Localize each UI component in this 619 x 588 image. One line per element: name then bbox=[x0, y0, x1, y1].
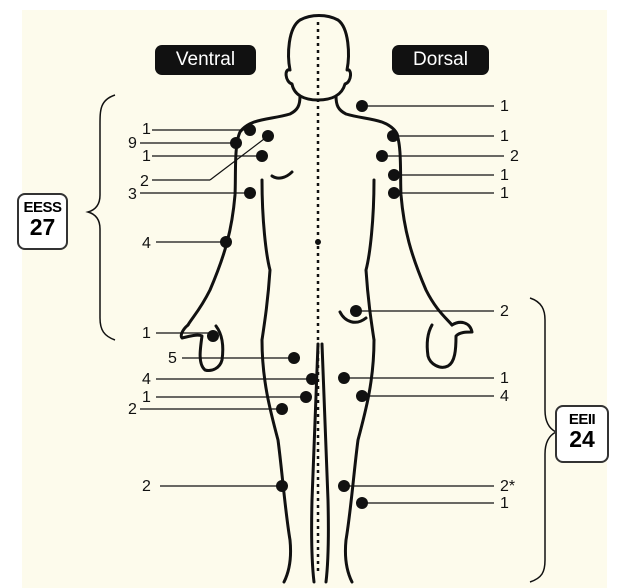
dorsal-label: 1 bbox=[500, 167, 509, 184]
ventral-label: 5 bbox=[168, 350, 177, 367]
dorsal-label: 1 bbox=[500, 370, 509, 387]
dorsal-label: 1 bbox=[500, 98, 509, 115]
ventral-label: 4 bbox=[142, 235, 151, 252]
dorsal-count-labels: 1 1 2 1 1 2 1 4 2* 1 bbox=[500, 98, 519, 512]
ventral-label: 2 bbox=[128, 401, 137, 418]
dorsal-label: 1 bbox=[500, 495, 509, 512]
ventral-label: 1 bbox=[142, 121, 151, 138]
upper-limbs-total-box: EESS 27 bbox=[17, 193, 68, 250]
upper-limb-bracket bbox=[88, 95, 115, 340]
ventral-label: 4 bbox=[142, 371, 151, 388]
ventral-count-labels: 1 9 1 2 3 4 1 5 4 1 2 2 bbox=[128, 121, 177, 495]
ventral-leaders bbox=[140, 130, 312, 486]
body-outline bbox=[181, 16, 472, 583]
lower-limbs-total-box: EEII 24 bbox=[555, 405, 609, 463]
dorsal-label: 1 bbox=[500, 185, 509, 202]
ventral-label: 1 bbox=[142, 325, 151, 342]
ventral-label: 1 bbox=[142, 148, 151, 165]
lower-limbs-count: 24 bbox=[557, 428, 607, 450]
dorsal-label: 4 bbox=[500, 388, 509, 405]
ventral-view-label: Ventral bbox=[155, 45, 256, 75]
ventral-label: 2 bbox=[140, 173, 149, 190]
dorsal-label: 2* bbox=[500, 478, 515, 495]
dorsal-label: 2 bbox=[500, 303, 509, 320]
ventral-label: 9 bbox=[128, 135, 137, 152]
ventral-label: 3 bbox=[128, 186, 137, 203]
ventral-label: 1 bbox=[142, 389, 151, 406]
upper-limbs-count: 27 bbox=[19, 216, 66, 238]
lower-limb-bracket bbox=[530, 298, 556, 582]
dorsal-label: 2 bbox=[510, 148, 519, 165]
dorsal-label: 1 bbox=[500, 128, 509, 145]
ventral-label: 2 bbox=[142, 478, 151, 495]
dorsal-view-label: Dorsal bbox=[392, 45, 489, 75]
